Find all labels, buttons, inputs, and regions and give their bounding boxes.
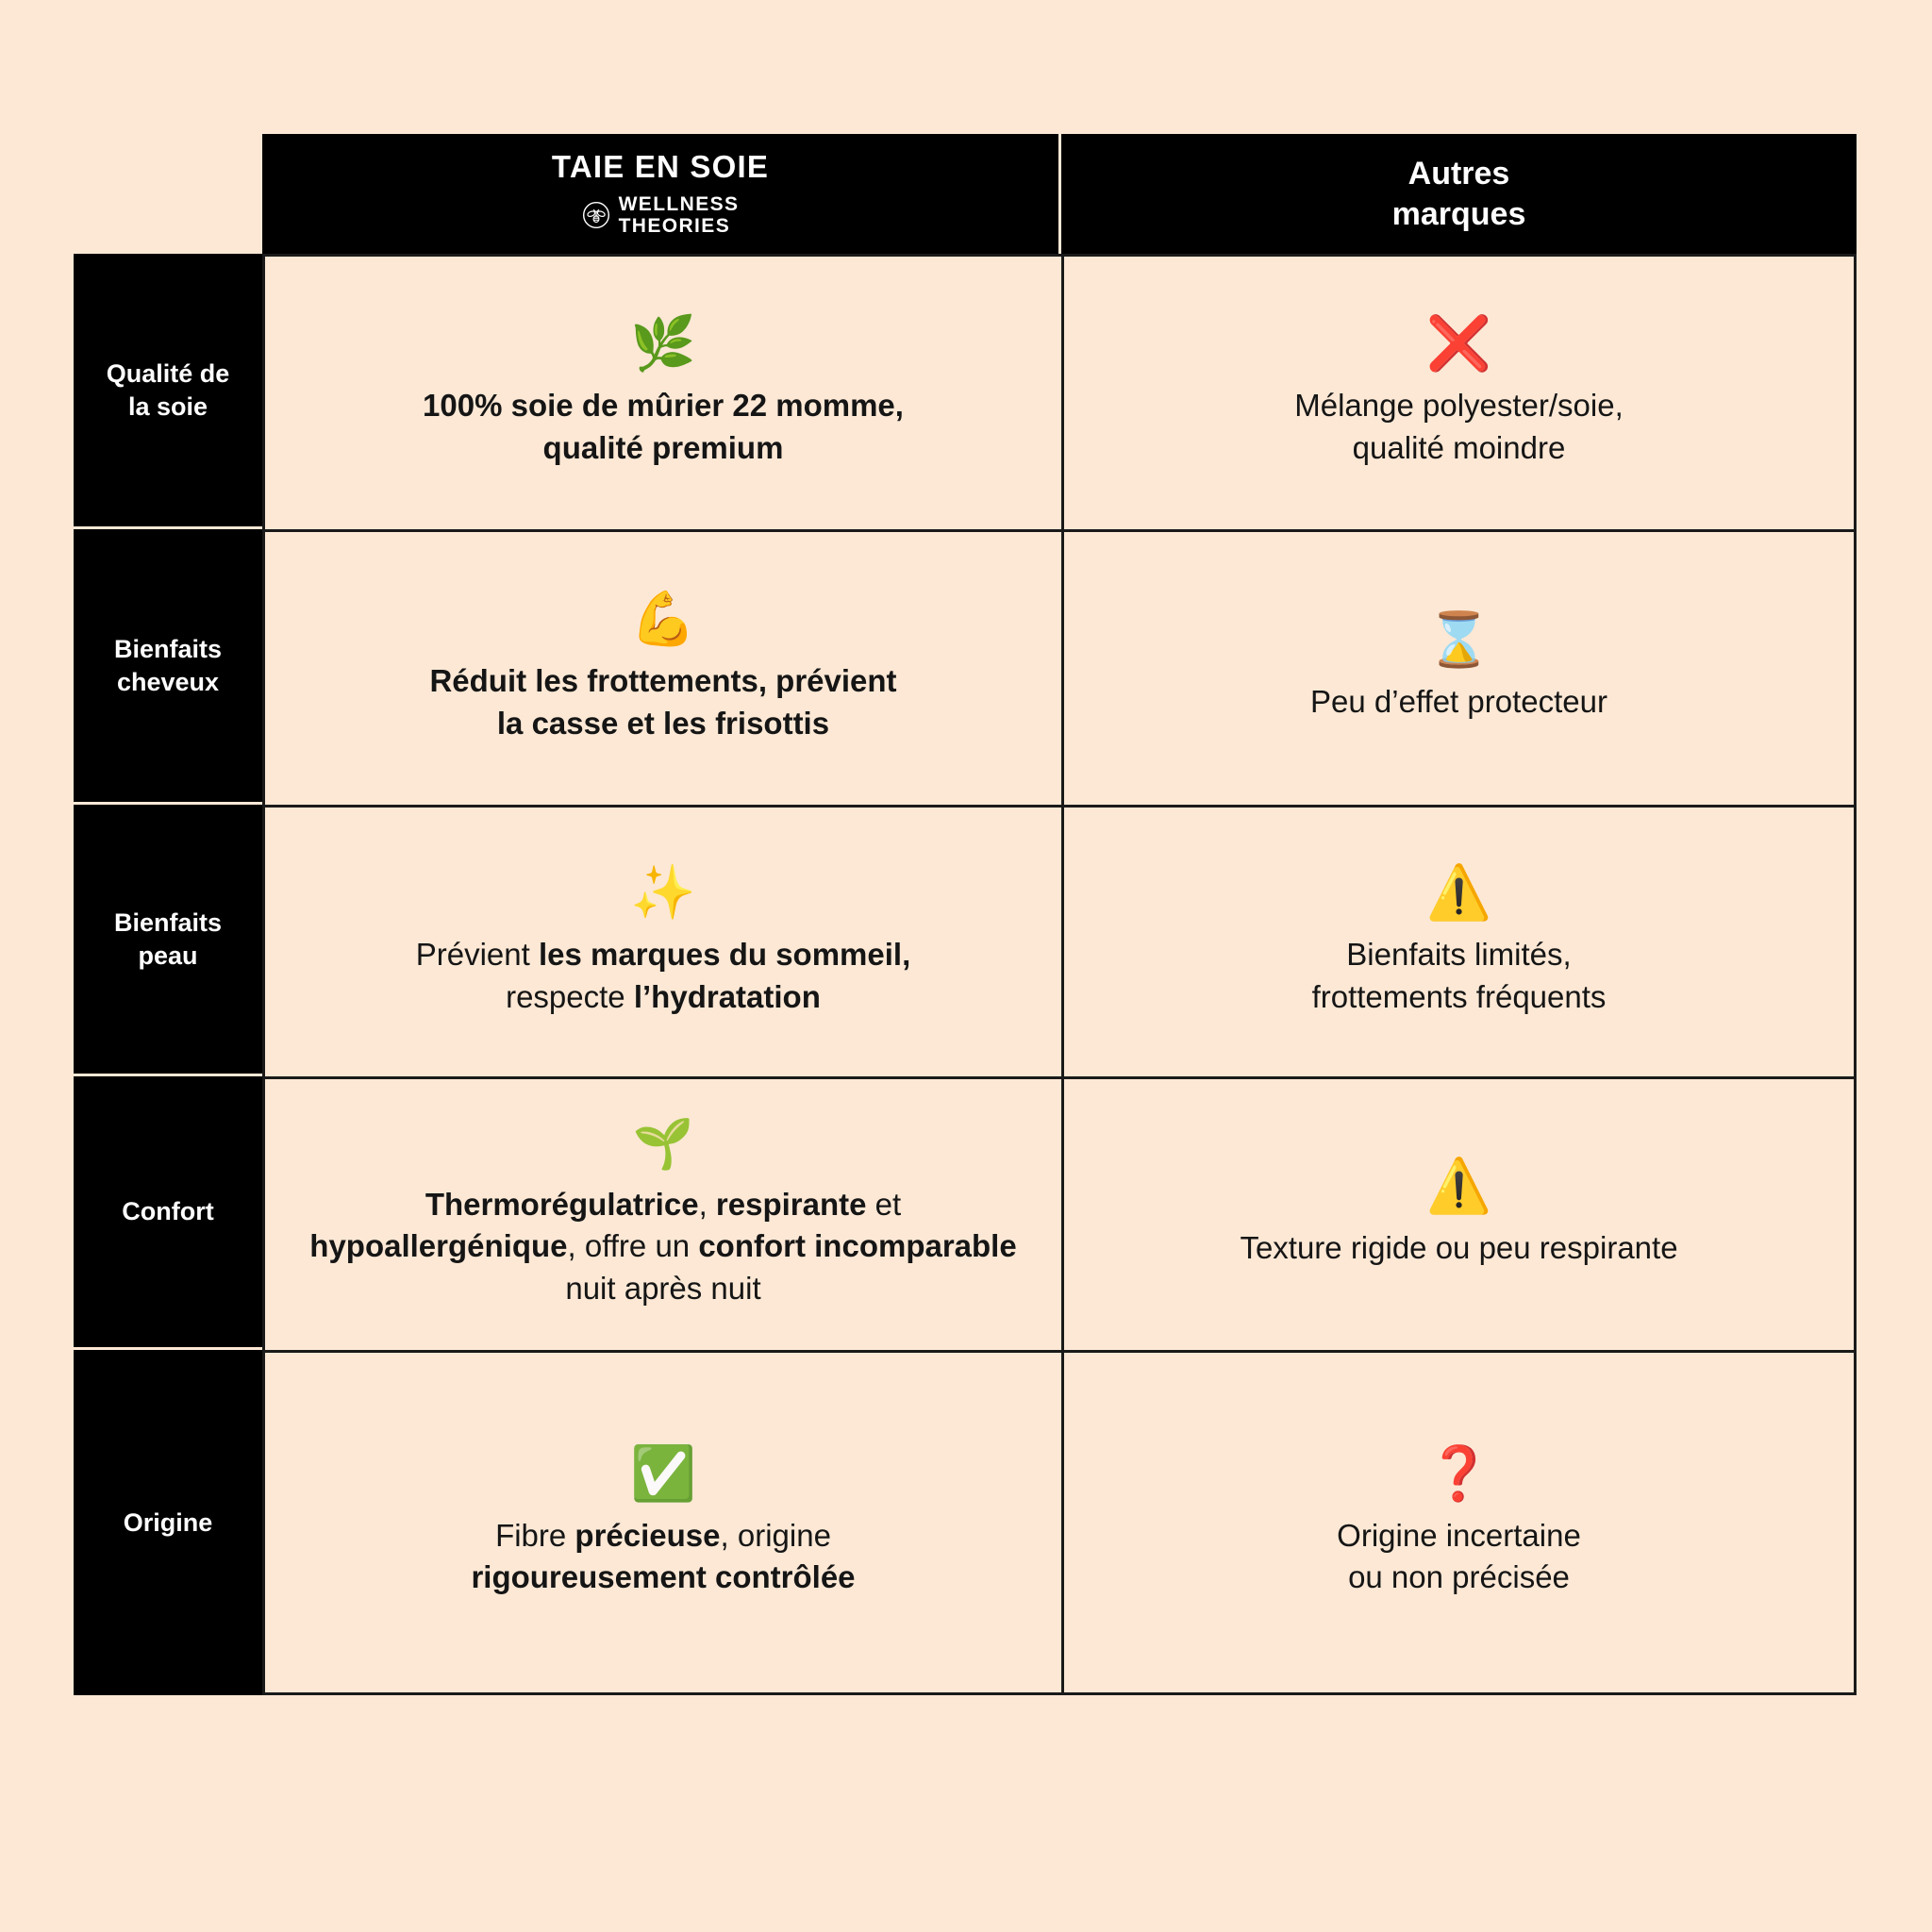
cell-other-qualite-de-la-soie: ❌ Mélange polyester/soie, qualité moindr… [1061, 254, 1857, 529]
row-label-line-2: la soie [127, 391, 208, 421]
other-brands-line-1: Autres [1407, 155, 1510, 192]
cell-other-origine: ❓ Origine incertaine ou non précisée [1061, 1350, 1857, 1695]
cell-text-segment: Fibre [495, 1517, 575, 1553]
cell-brand-text: 100% soie de mûrier 22 momme, qualité pr… [423, 385, 904, 468]
cell-text-segment: , origine [720, 1517, 831, 1553]
cell-text-segment: , [698, 1187, 716, 1223]
cell-text-segment: Prévient [415, 937, 539, 973]
sparkles-emoji: ✨ [630, 862, 696, 923]
cell-other-text: Bienfaits limités, frottements fréquents [1312, 934, 1607, 1017]
row-label-line-1: Bienfaits [113, 634, 223, 663]
row-label-line-1: Bienfaits [113, 908, 223, 937]
header-corner-spacer [74, 134, 262, 254]
cell-text-line-2: frottements fréquents [1311, 978, 1607, 1014]
row-label-confort: Confort [74, 1076, 262, 1350]
cell-text-line-2: ou non précisée [1348, 1559, 1570, 1594]
row-label-bienfaits-peau: Bienfaits peau [74, 805, 262, 1076]
cell-text-line-1: Mélange polyester/soie, [1294, 388, 1624, 424]
row-label-origine: Origine [74, 1350, 262, 1695]
cell-text-segment-bold: l’hydratation [633, 978, 821, 1014]
cell-text-segment-bold: rigoureusement contrôlée [471, 1559, 856, 1594]
cell-brand-confort: 🌱 Thermorégulatrice, respirante et hypoa… [262, 1076, 1061, 1350]
cell-brand-text: Réduit les frottements, prévient la cass… [429, 660, 896, 743]
cell-text-segment: et [866, 1187, 902, 1223]
row-label-bienfaits-cheveux: Bienfaits cheveux [74, 529, 262, 805]
red-question-mark-emoji: ❓ [1425, 1442, 1492, 1503]
row-label-line-1: Origine [123, 1507, 213, 1537]
cell-text-segment-bold: respirante [715, 1187, 867, 1223]
brand-subtitle-line-1: WELLNESS [618, 192, 740, 215]
cell-text-segment-bold: hypoallergénique [309, 1228, 568, 1264]
header-brand-column: TAIE EN SOIE WELLNESS THEORIES [262, 134, 1061, 254]
herb-leaf-emoji: 🌿 [630, 313, 696, 374]
cell-other-text: Texture rigide ou peu respirante [1240, 1227, 1677, 1269]
row-label-line-2: cheveux [116, 667, 220, 696]
cell-brand-origine: ✅ Fibre précieuse, origine rigoureusemen… [262, 1350, 1061, 1695]
cross-mark-emoji: ❌ [1425, 313, 1492, 374]
warning-emoji: ⚠️ [1425, 1156, 1492, 1216]
cell-text-line-1: Bienfaits limités, [1346, 937, 1572, 973]
comparison-table: TAIE EN SOIE WELLNESS THEORIES [74, 134, 1857, 1695]
cell-text-segment: , offre un [567, 1228, 699, 1264]
brand-lockup: WELLNESS THEORIES [582, 193, 740, 238]
row-label-line-1: Confort [122, 1197, 214, 1226]
cell-text-line-1: 100% soie de mûrier 22 momme, [423, 388, 904, 424]
table-grid: TAIE EN SOIE WELLNESS THEORIES [74, 134, 1857, 1695]
other-brands-title: Autres marques [1392, 154, 1526, 235]
brand-subtitle-line-2: THEORIES [618, 215, 731, 238]
cell-other-text: Mélange polyester/soie, qualité moindre [1294, 385, 1624, 468]
cell-other-text: Peu d’effet protecteur [1310, 681, 1607, 723]
cell-text-segment-bold: confort incomparable [698, 1228, 1017, 1264]
warning-emoji: ⚠️ [1425, 862, 1492, 923]
cell-other-bienfaits-cheveux: ⌛ Peu d’effet protecteur [1061, 529, 1857, 805]
cell-text-segment-bold: Thermorégulatrice [425, 1187, 699, 1223]
cell-text-line-2: qualité premium [542, 429, 784, 465]
cell-brand-bienfaits-cheveux: 💪 Réduit les frottements, prévient la ca… [262, 529, 1061, 805]
cell-text-line-2: la casse et les frisottis [496, 705, 830, 741]
row-label-line-2: peau [138, 941, 198, 970]
other-brands-line-2: marques [1391, 195, 1526, 232]
cell-brand-text: Thermorégulatrice, respirante et hypoall… [290, 1184, 1037, 1309]
brand-title: TAIE EN SOIE [551, 149, 770, 185]
cell-brand-qualite-de-la-soie: 🌿 100% soie de mûrier 22 momme, qualité … [262, 254, 1061, 529]
cell-text-segment-bold: précieuse [575, 1517, 721, 1553]
cell-text-line-1: Réduit les frottements, prévient [429, 663, 897, 699]
row-label-qualite-de-la-soie: Qualité de la soie [74, 254, 262, 529]
row-label-line-1: Qualité de [106, 358, 230, 388]
cell-other-text: Origine incertaine ou non précisée [1337, 1515, 1581, 1598]
cell-text-segment: respecte [506, 978, 634, 1014]
brand-subtitle: WELLNESS THEORIES [619, 193, 740, 238]
cell-brand-text: Fibre précieuse, origine rigoureusement … [471, 1515, 855, 1598]
cell-text-segment: nuit après nuit [565, 1270, 761, 1306]
cell-brand-bienfaits-peau: ✨ Prévient les marques du sommeil, respe… [262, 805, 1061, 1076]
hourglass-emoji: ⌛ [1425, 609, 1492, 670]
cell-text-segment-bold: les marques du sommeil, [538, 937, 911, 973]
cell-text-line-1: Texture rigide ou peu respirante [1240, 1230, 1678, 1266]
cell-other-confort: ⚠️ Texture rigide ou peu respirante [1061, 1076, 1857, 1350]
bee-logo-icon [582, 201, 610, 229]
cell-brand-text: Prévient les marques du sommeil, respect… [416, 934, 911, 1017]
cell-text-line-2: qualité moindre [1352, 429, 1566, 465]
cell-text-line-1: Peu d’effet protecteur [1310, 684, 1607, 720]
seedling-emoji: 🌱 [632, 1117, 694, 1173]
flexed-biceps-emoji: 💪 [630, 589, 696, 649]
check-mark-button-emoji: ✅ [630, 1442, 696, 1503]
header-other-column: Autres marques [1061, 134, 1857, 254]
cell-text-line-1: Origine incertaine [1337, 1517, 1581, 1553]
cell-other-bienfaits-peau: ⚠️ Bienfaits limités, frottements fréque… [1061, 805, 1857, 1076]
